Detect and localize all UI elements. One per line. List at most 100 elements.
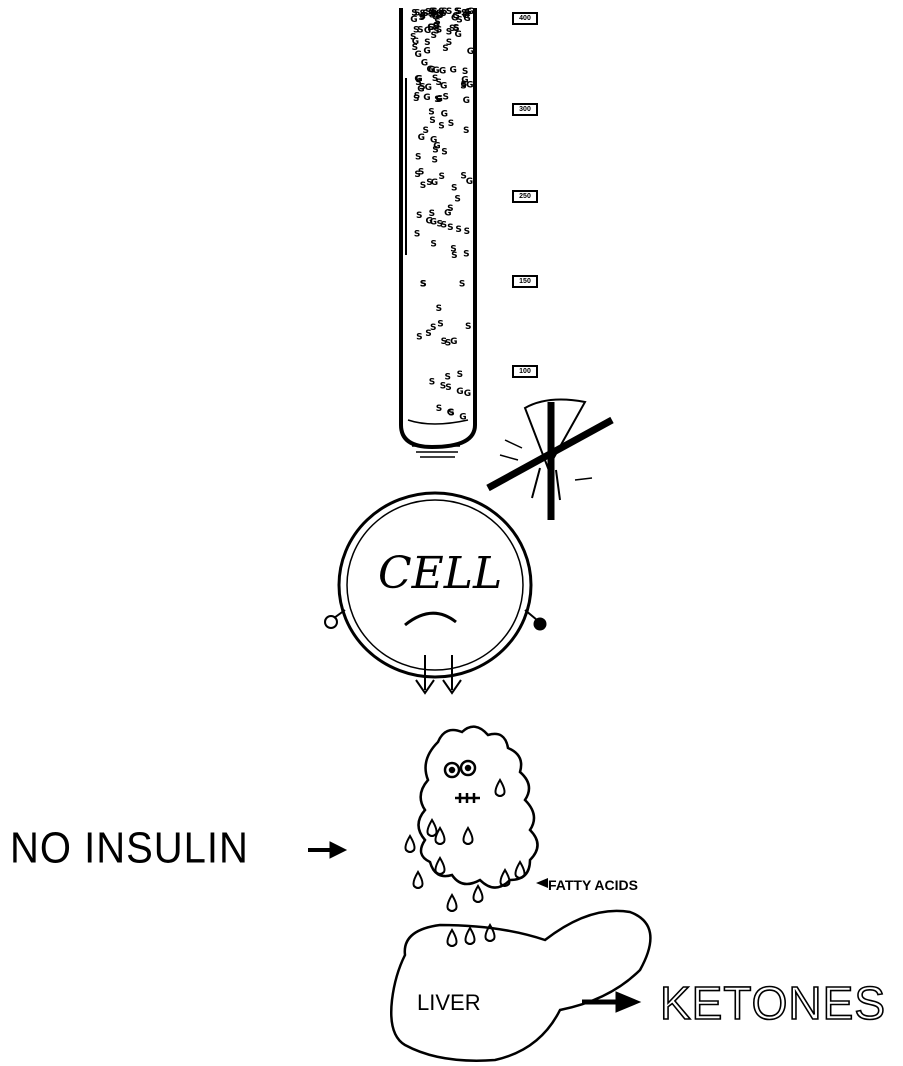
glucose-particle: S (463, 249, 469, 259)
glucose-particle: S (447, 223, 453, 233)
glucose-particles: SSSGSSSGGSSSSSSSGSSGSGSSGGSSGGSGSGSGSSSS… (410, 7, 474, 422)
glucose-particle: S (460, 81, 466, 91)
glucose-particle: S (415, 152, 421, 162)
glucose-particle: S (457, 370, 463, 380)
glucose-particle: S (439, 172, 445, 182)
tube-mark-100: 100 (512, 365, 538, 378)
glucose-particle: S (424, 38, 430, 48)
glucose-particle: S (437, 320, 443, 330)
glucose-particle: G (456, 387, 463, 397)
glucose-particle: S (438, 122, 444, 132)
glucose-particle: S (450, 244, 456, 254)
glucose-particle: G (467, 7, 474, 17)
glucose-particle: S (429, 378, 435, 388)
liver-label: LIVER (417, 992, 481, 1014)
no-insulin-label: NO INSULIN (10, 826, 249, 870)
liver-to-ketones-arrow (582, 992, 640, 1012)
fat-droplet (474, 886, 483, 902)
glucose-particle: S (429, 10, 435, 20)
glucose-particle: G (431, 178, 438, 188)
tube-mark-400: 400 (512, 12, 538, 25)
crossed-out-insulin-icon (488, 400, 612, 520)
tube-mark-250: 250 (512, 190, 538, 203)
glucose-particle: S (430, 240, 436, 250)
fatty-acids-arrow (536, 878, 548, 888)
glucose-particle: G (441, 110, 448, 120)
glucose-particle: S (432, 156, 438, 166)
glucose-particle: S (436, 304, 442, 314)
glucose-particle: G (463, 96, 470, 106)
glucose-particle: S (416, 211, 422, 221)
glucose-particle: S (446, 7, 452, 17)
glucose-particle: S (420, 181, 426, 191)
glucose-particle: S (417, 26, 423, 36)
glucose-particle: G (432, 66, 439, 76)
glucose-particle: G (424, 26, 431, 36)
cell-label: CELL (378, 552, 502, 596)
glucose-particle: G (430, 136, 437, 146)
glucose-particle: G (467, 47, 474, 57)
glucose-particle: S (414, 229, 420, 239)
glucose-particle: G (444, 208, 451, 218)
glucose-particle: S (436, 95, 442, 105)
glucose-particle: S (448, 409, 454, 419)
glucose-particle: S (465, 322, 471, 332)
glucose-particle: G (423, 93, 430, 103)
glucose-particle: S (440, 9, 446, 19)
glucose-particle: G (421, 58, 428, 68)
glucose-particle: G (439, 66, 446, 76)
glucose-particle: S (463, 126, 469, 136)
glucose-particle: S (456, 15, 462, 25)
fatty-acids-label: FATTY ACIDS (548, 878, 638, 892)
fat-droplet (448, 895, 457, 911)
glucose-particle: G (450, 65, 457, 75)
glucose-particle: S (423, 126, 429, 136)
glucose-particle: S (445, 383, 451, 393)
glucose-particle: S (412, 43, 418, 53)
fat-droplet (496, 780, 505, 796)
ketones-label: KETONES (660, 980, 886, 1026)
no-insulin-arrow (308, 842, 346, 858)
fat-droplet (466, 928, 475, 944)
liver (391, 911, 650, 1061)
glucose-particle: S (419, 13, 425, 23)
glucose-particle: G (425, 83, 432, 93)
glucose-particle: S (445, 372, 451, 382)
glucose-particle: S (464, 227, 470, 237)
glucose-particle: S (429, 209, 435, 219)
glucose-particle: S (410, 33, 416, 43)
glucose-particle: G (410, 15, 417, 25)
fat-droplet (428, 820, 437, 836)
glucose-particle: S (446, 38, 452, 48)
glucose-particle: G (464, 389, 471, 399)
glucose-particle: S (420, 279, 426, 289)
fat-droplet (464, 828, 473, 844)
glucose-particle: S (441, 220, 447, 230)
fat-droplet (448, 930, 457, 946)
tube-mark-300: 300 (512, 103, 538, 116)
glucose-particle: S (455, 225, 461, 235)
glucose-particle: S (441, 147, 447, 157)
fat-droplet (436, 858, 445, 874)
glucose-particle: S (443, 93, 449, 103)
glucose-particle: G (450, 337, 457, 347)
glucose-particle: G (440, 81, 447, 91)
glucose-particle: S (448, 119, 454, 129)
glucose-particle: S (451, 183, 457, 193)
glucose-particle: S (462, 67, 468, 77)
glucose-particle: S (418, 167, 424, 177)
fat-droplet (414, 872, 423, 888)
glucose-particle: S (430, 323, 436, 333)
glucose-particle: S (416, 332, 422, 342)
glucose-particle: S (432, 145, 438, 155)
glucose-particle: S (414, 92, 420, 102)
fat-droplet (406, 836, 415, 852)
glucose-particle: G (466, 177, 473, 187)
glucose-particle: S (428, 108, 434, 118)
fat-droplet (516, 862, 525, 878)
glucose-particle: S (454, 195, 460, 205)
glucose-particle: S (459, 280, 465, 290)
glucose-particle: G (459, 412, 466, 422)
